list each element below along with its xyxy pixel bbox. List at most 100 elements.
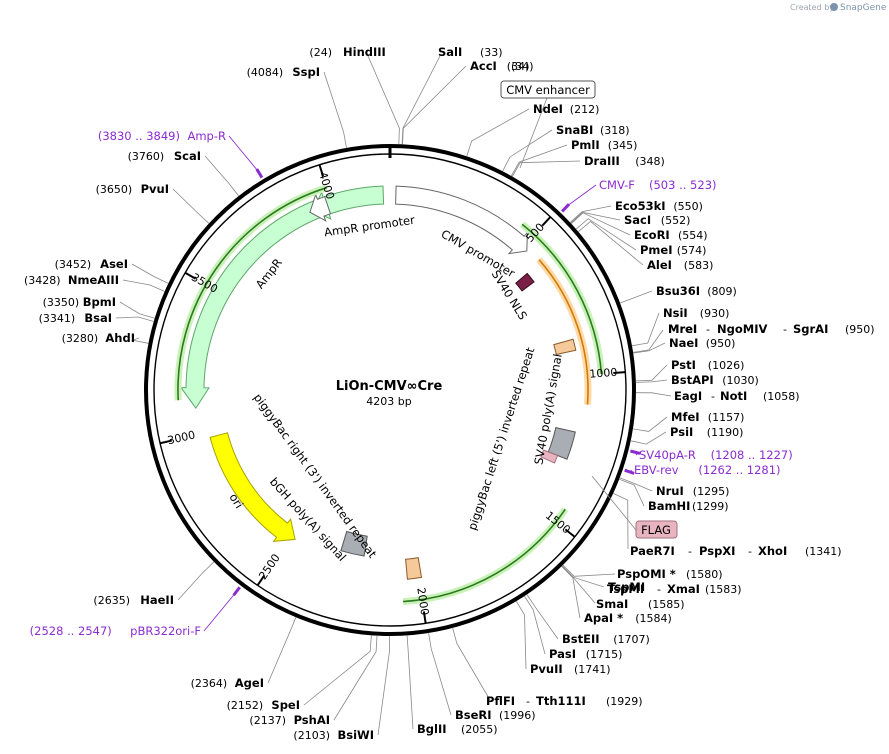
site-name[interactable]: AleI (647, 258, 672, 272)
site-name[interactable]: PmeI (640, 243, 673, 257)
leader-line (510, 144, 568, 177)
site-name[interactable]: PasI (549, 647, 576, 661)
name-separator: - (526, 695, 530, 708)
site-name[interactable]: NruI (656, 484, 684, 498)
pb-left-repeat-box[interactable] (553, 338, 577, 356)
site-name[interactable]: BpmI (83, 295, 116, 309)
leader-line (619, 477, 653, 492)
leader-line (635, 364, 668, 382)
site-name[interactable]: BsaI (84, 311, 112, 325)
site-name[interactable]: SnaBI (556, 123, 593, 137)
ori-arrow[interactable] (209, 432, 296, 543)
ampr-arrow-tail[interactable] (311, 185, 385, 220)
site-name[interactable]: PaeR7I (630, 544, 675, 558)
site-name[interactable]: PshAI (294, 713, 330, 727)
site-name[interactable]: AhdI (105, 331, 135, 345)
site-name[interactable]: PmlI (571, 138, 600, 152)
cmv-promoter-arrow[interactable] (395, 185, 528, 255)
primer-leader (635, 452, 639, 456)
site-name[interactable]: PsiI (670, 425, 693, 439)
site-pos: (1584) (635, 612, 672, 625)
site-name[interactable]: MreI (668, 322, 697, 336)
green-arc-left[interactable] (177, 186, 327, 401)
flag-box[interactable]: FLAG (635, 520, 678, 539)
leader-line (323, 71, 347, 148)
site-pos: (1299) (692, 500, 729, 513)
site-name[interactable]: AgeI (235, 676, 264, 690)
primer-name[interactable]: CMV-F (599, 178, 635, 192)
primer-mark-ebv-rev[interactable] (624, 468, 635, 475)
site-name[interactable]: HaeII (140, 593, 174, 607)
primer-name[interactable]: pBR322ori-F (130, 624, 201, 638)
site-name[interactable]: Bsu36I (656, 284, 700, 298)
site-name[interactable]: BstEII (562, 632, 600, 646)
site-name[interactable]: TspMI (608, 580, 645, 594)
leader-line (519, 97, 548, 169)
site-name[interactable]: SmaI (596, 597, 628, 611)
site-name[interactable]: PflFI (486, 694, 515, 708)
site-name[interactable]: TspMI (607, 582, 644, 596)
site-pos: (1707) (613, 633, 650, 646)
pb-right-repeat-box[interactable] (405, 557, 423, 580)
site-name[interactable]: NotI (720, 389, 747, 403)
leader-line (119, 301, 155, 319)
leader-line (619, 478, 645, 507)
site-name[interactable]: BglII (417, 722, 447, 736)
site-name[interactable]: BstAPI (671, 373, 714, 387)
site-name[interactable]: PspOMI * (617, 567, 676, 581)
primer-mark-sv40pa-r[interactable] (630, 449, 641, 455)
site-name[interactable]: NmeAIII (68, 273, 119, 287)
site-name[interactable]: SalI (438, 45, 462, 59)
orange-arc[interactable] (538, 259, 589, 405)
site-name[interactable]: BamHI (648, 499, 690, 513)
flag-feature[interactable] (540, 449, 559, 464)
site-name[interactable]: PstI (671, 358, 696, 372)
primer-name[interactable]: Amp-R (187, 129, 226, 143)
site-name[interactable]: PvuI (141, 182, 169, 196)
site-name[interactable]: PspXI (699, 544, 735, 558)
leader-line (632, 416, 668, 432)
site-name[interactable]: AccI (470, 59, 497, 73)
primer-name[interactable]: EBV-rev (634, 463, 679, 477)
leader-line (570, 212, 631, 236)
site-name[interactable]: MfeI (671, 410, 700, 424)
site-pos: (1190) (707, 426, 744, 439)
site-name[interactable]: SgrAI (793, 322, 828, 336)
cmv-enhancer-box[interactable]: CMV enhancer (500, 80, 596, 99)
site-pos: (4084) (247, 66, 284, 79)
site-name[interactable]: HindIII (343, 45, 386, 59)
sv40-nls-box[interactable] (515, 272, 535, 292)
name-separator: - (783, 323, 787, 336)
site-name[interactable]: DraIII (584, 154, 620, 168)
site-name[interactable]: NsiI (663, 306, 688, 320)
site-pos: (950) (845, 323, 875, 336)
site-name[interactable]: SacI (624, 213, 651, 227)
green-arc-right[interactable] (521, 223, 603, 374)
site-name[interactable]: EagI (674, 389, 702, 403)
leader-line (526, 594, 559, 640)
site-name[interactable]: Eco53kI (615, 199, 666, 213)
site-name[interactable]: SspI (292, 65, 320, 79)
bgh-polya-box[interactable] (340, 530, 368, 557)
primer-range: (1208 .. 1227) (711, 448, 793, 462)
site-name[interactable]: PvuII (530, 662, 563, 676)
green-arc-bottom[interactable] (403, 508, 566, 603)
site-name[interactable]: BsiWI (337, 728, 374, 742)
site-name[interactable]: XmaI (667, 582, 700, 596)
site-name[interactable]: BseRI (455, 708, 492, 722)
ampr-promoter-arrow[interactable] (309, 193, 332, 222)
site-name[interactable]: ApaI * (584, 611, 623, 625)
site-name[interactable]: Tth111I (536, 694, 586, 708)
site-name[interactable]: NaeI (669, 336, 698, 350)
site-name[interactable]: ScaI (174, 149, 201, 163)
primer-name[interactable]: SV40pA-R (639, 448, 696, 462)
site-name[interactable]: EcoRI (634, 228, 670, 242)
site-name[interactable]: NgoMIV (717, 322, 767, 336)
leader-line (333, 635, 378, 721)
site-name[interactable]: AseI (100, 257, 128, 271)
site-name[interactable]: MreI (668, 322, 697, 336)
site-name[interactable]: SpeI (271, 698, 300, 712)
site-name[interactable]: XhoI (758, 544, 787, 558)
site-name[interactable]: NdeI (533, 102, 563, 116)
